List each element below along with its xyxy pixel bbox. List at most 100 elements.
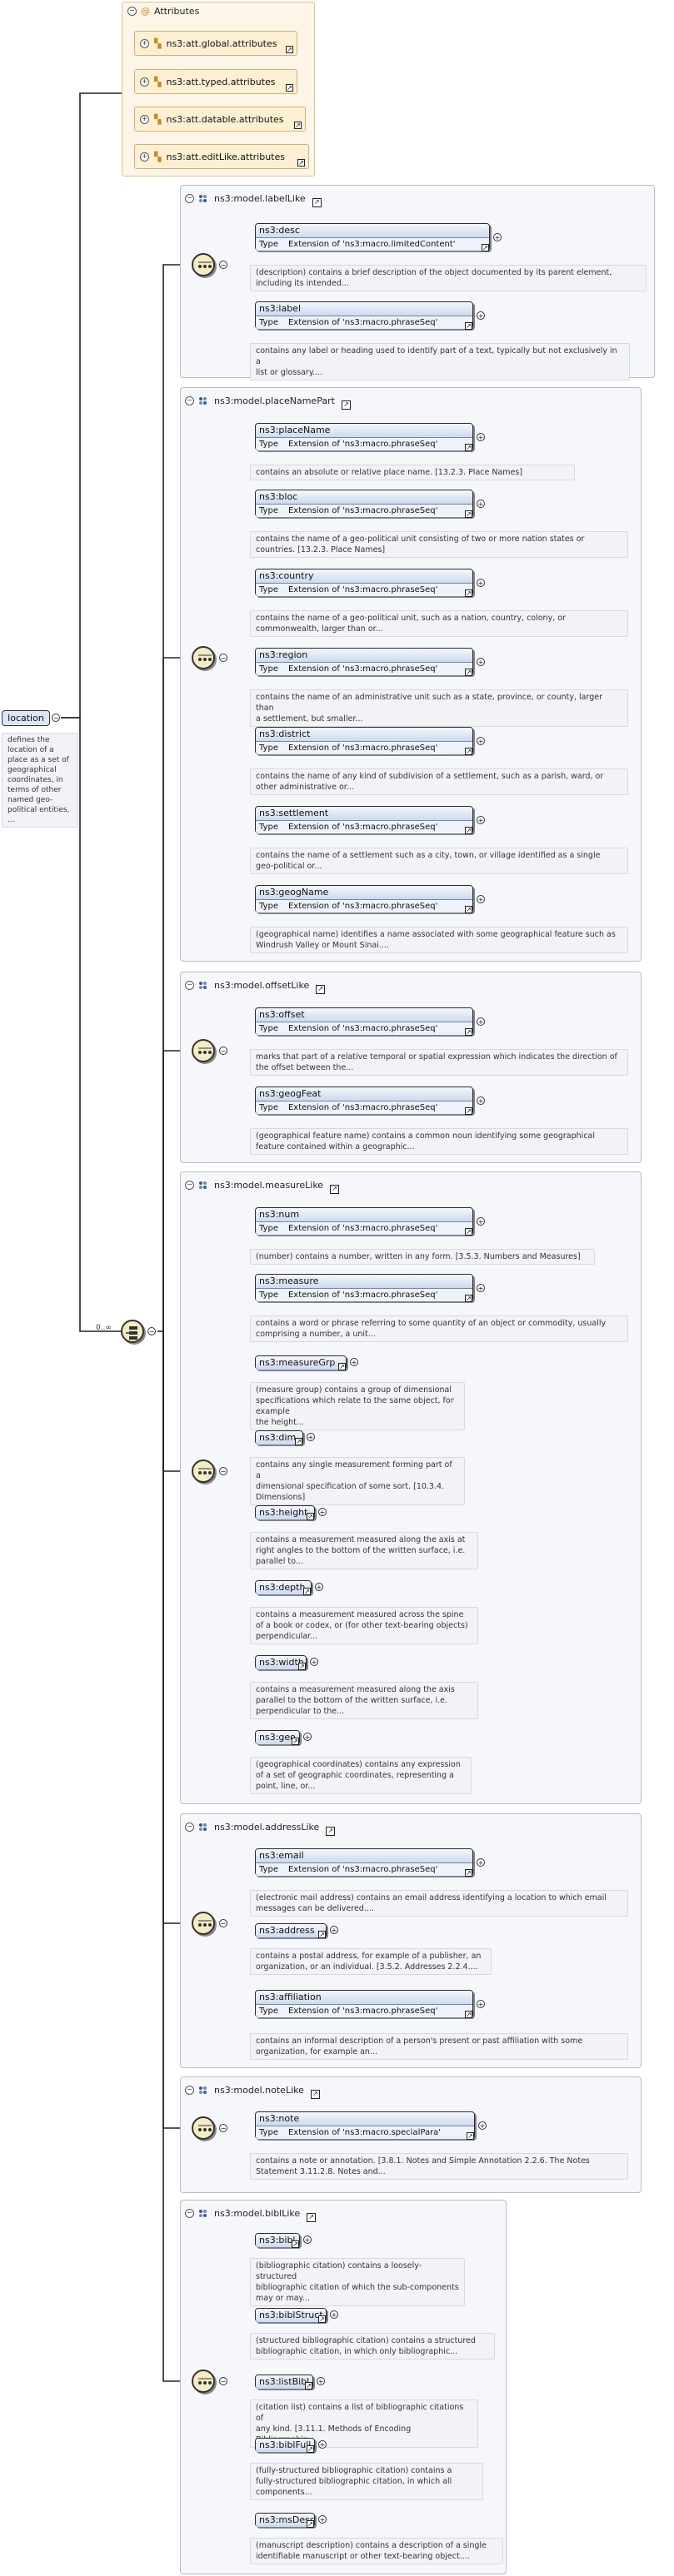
collapse-icon[interactable]: −	[219, 1919, 227, 1927]
element-msdesc[interactable]: ns3:msDesc	[255, 2513, 315, 2527]
expand-icon[interactable]: +	[477, 895, 485, 903]
expand-icon[interactable]: +	[140, 114, 149, 124]
element-bibl[interactable]: ns3:bibl	[255, 2233, 300, 2247]
collapse-icon[interactable]: −	[185, 2086, 194, 2095]
expand-icon[interactable]: +	[140, 38, 149, 48]
link-icon[interactable]: ↗	[305, 2382, 312, 2390]
link-icon[interactable]: ↗	[465, 669, 472, 676]
expand-icon[interactable]: +	[477, 579, 485, 587]
element-height[interactable]: ns3:height	[255, 1505, 315, 1519]
link-icon[interactable]: ↗	[465, 1228, 472, 1236]
link-icon[interactable]: ↗	[292, 2240, 299, 2248]
expand-icon[interactable]: +	[140, 77, 149, 87]
element-biblfull[interactable]: ns3:biblFull	[255, 2438, 315, 2452]
link-icon[interactable]: ↗	[467, 2132, 474, 2140]
sequence-compositor[interactable]	[192, 1460, 215, 1483]
expand-icon[interactable]: +	[477, 311, 485, 320]
link-icon[interactable]: ↗	[465, 748, 472, 755]
sequence-compositor[interactable]	[192, 1039, 215, 1062]
link-icon[interactable]: ↗	[312, 198, 322, 207]
expand-icon[interactable]: +	[477, 737, 485, 745]
link-icon[interactable]: ↗	[465, 1107, 472, 1115]
expand-icon[interactable]: +	[317, 2377, 325, 2385]
expand-icon[interactable]: +	[477, 1017, 485, 1026]
collapse-icon[interactable]: −	[219, 2124, 227, 2132]
element-geo[interactable]: ns3:geo	[255, 1730, 300, 1744]
collapse-icon[interactable]: −	[219, 261, 227, 269]
expand-icon[interactable]: +	[318, 2515, 327, 2524]
link-icon[interactable]: ↗	[465, 322, 472, 330]
link-icon[interactable]: ↗	[465, 1028, 472, 1036]
collapse-icon[interactable]: −	[219, 2377, 227, 2385]
collapse-icon[interactable]: −	[219, 1047, 227, 1055]
expand-icon[interactable]: +	[310, 1658, 318, 1666]
link-icon[interactable]: ↗	[307, 2520, 314, 2528]
link-icon[interactable]: ↗	[318, 2315, 326, 2323]
sequence-compositor[interactable]	[192, 2116, 215, 2140]
link-icon[interactable]: ↗	[482, 244, 489, 251]
link-icon[interactable]: ↗	[294, 122, 302, 129]
element-address[interactable]: ns3:address	[255, 1923, 327, 1937]
collapse-icon[interactable]: −	[185, 1181, 194, 1190]
collapse-icon[interactable]: −	[147, 1327, 156, 1335]
expand-icon[interactable]: +	[477, 1284, 485, 1292]
element-measuregrp[interactable]: ns3:measureGrp	[255, 1355, 347, 1370]
link-icon[interactable]: ↗	[316, 985, 326, 994]
link-icon[interactable]: ↗	[286, 46, 293, 53]
element-biblstruct[interactable]: ns3:biblStruct	[255, 2308, 327, 2322]
link-icon[interactable]: ↗	[465, 2011, 472, 2018]
collapse-icon[interactable]: −	[52, 714, 60, 722]
link-icon[interactable]: ↗	[465, 1869, 472, 1877]
link-icon[interactable]: ↗	[341, 400, 351, 410]
expand-icon[interactable]: +	[477, 500, 485, 508]
collapse-icon[interactable]: −	[219, 654, 227, 662]
expand-icon[interactable]: +	[477, 816, 485, 824]
attribute-group[interactable]: + ▚ ns3:att.datable.attributes ↗	[134, 107, 306, 132]
attribute-group[interactable]: + ▚ ns3:att.typed.attributes ↗	[134, 69, 297, 94]
expand-icon[interactable]: +	[478, 2121, 487, 2130]
link-icon[interactable]: ↗	[310, 2090, 320, 2099]
sequence-compositor[interactable]	[192, 2370, 215, 2393]
link-icon[interactable]: ↗	[307, 1513, 314, 1520]
expand-icon[interactable]: +	[307, 1433, 315, 1441]
link-icon[interactable]: ↗	[307, 2213, 317, 2222]
link-icon[interactable]: ↗	[465, 827, 472, 834]
element-depth[interactable]: ns3:depth	[255, 1580, 312, 1594]
collapse-icon[interactable]: −	[127, 7, 137, 16]
expand-icon[interactable]: +	[140, 152, 149, 162]
collapse-icon[interactable]: −	[185, 1823, 194, 1832]
link-icon[interactable]: ↗	[465, 1295, 472, 1302]
choice-compositor[interactable]	[121, 1320, 144, 1343]
expand-icon[interactable]: +	[477, 433, 485, 441]
expand-icon[interactable]: +	[303, 1733, 312, 1741]
link-icon[interactable]: ↗	[326, 1827, 336, 1836]
expand-icon[interactable]: +	[350, 1358, 358, 1366]
expand-icon[interactable]: +	[318, 2440, 327, 2449]
link-icon[interactable]: ↗	[292, 1738, 299, 1745]
expand-icon[interactable]: +	[303, 2235, 312, 2244]
collapse-icon[interactable]: −	[219, 1467, 227, 1475]
link-icon[interactable]: ↗	[298, 1663, 306, 1670]
collapse-icon[interactable]: −	[185, 2209, 194, 2218]
sequence-compositor[interactable]	[192, 1912, 215, 1935]
expand-icon[interactable]: +	[477, 1858, 485, 1867]
link-icon[interactable]: ↗	[338, 1363, 346, 1370]
expand-icon[interactable]: +	[477, 1097, 485, 1105]
element-listbibl[interactable]: ns3:listBibl	[255, 2375, 313, 2389]
expand-icon[interactable]: +	[315, 1583, 323, 1591]
link-icon[interactable]: ↗	[465, 906, 472, 913]
attribute-group[interactable]: + ▚ ns3:att.editLike.attributes ↗	[134, 144, 309, 169]
expand-icon[interactable]: +	[330, 1926, 338, 1934]
